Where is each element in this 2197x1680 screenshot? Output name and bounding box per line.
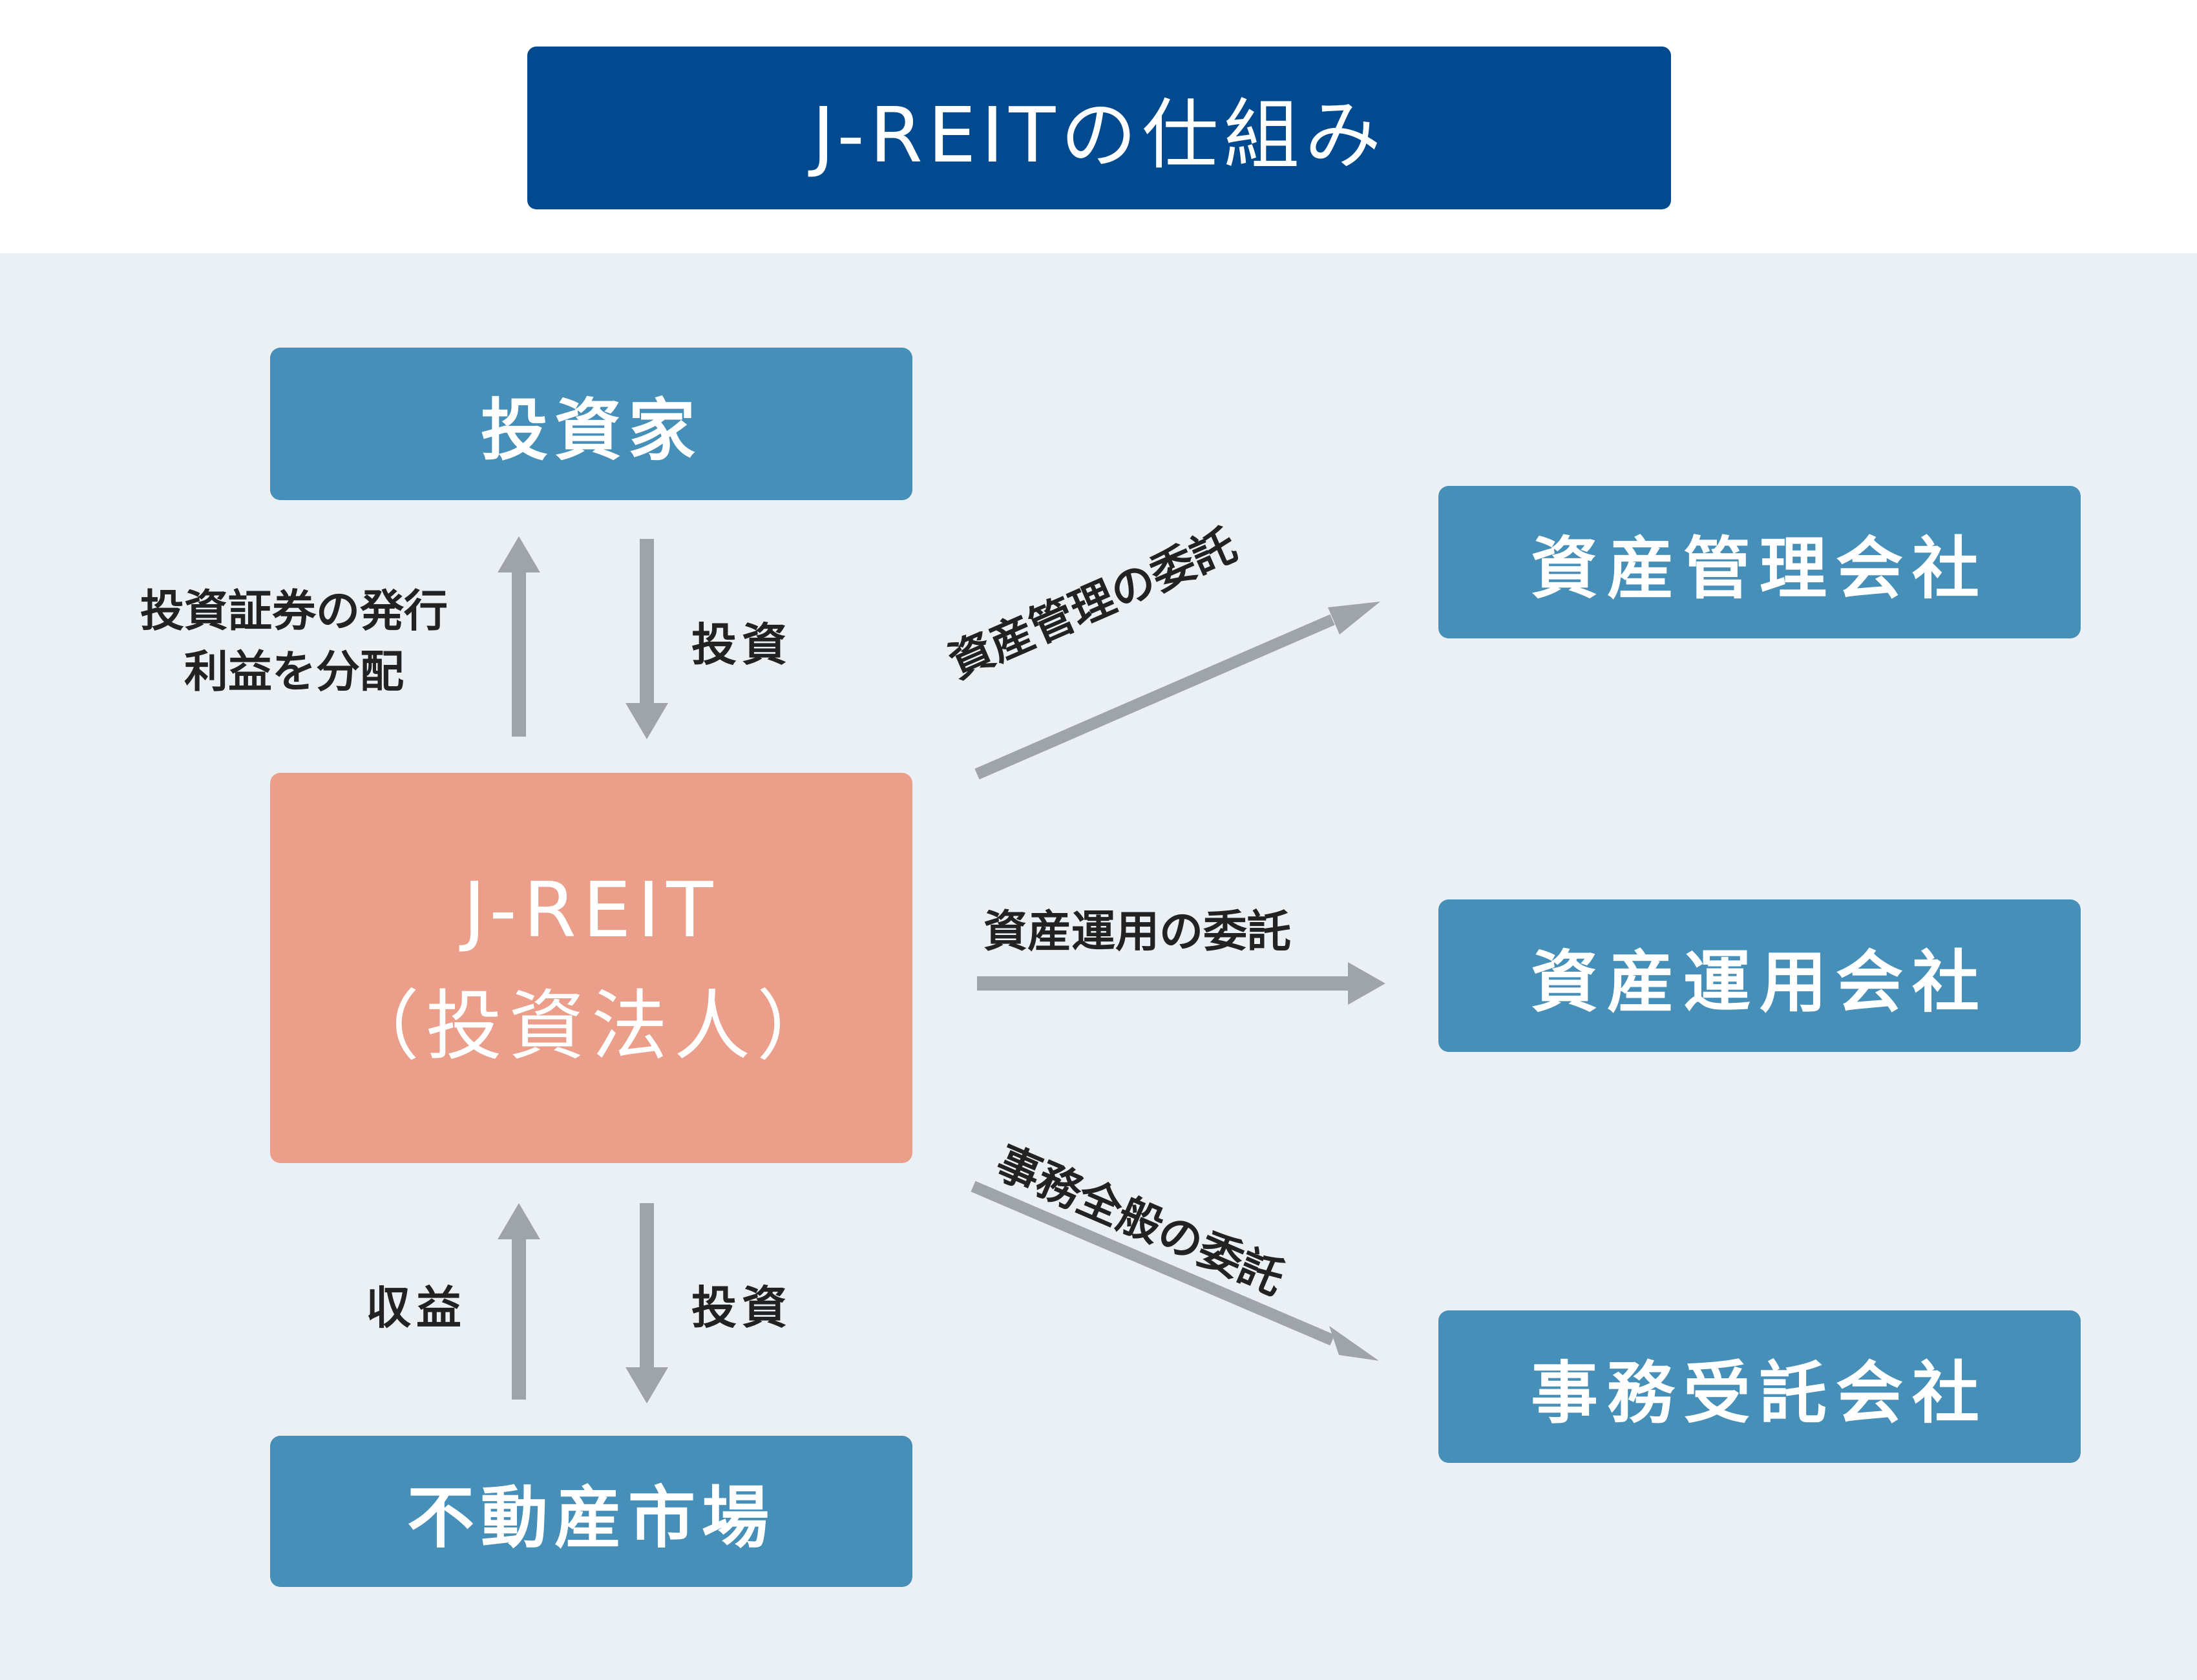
arrow-to-asset-custody — [974, 602, 1380, 780]
label-revenue: 収益 — [366, 1281, 467, 1334]
label-investment-top: 投資 — [691, 618, 792, 671]
label-asset-management-outsourcing: 資産運用の委託 — [983, 907, 1292, 958]
label-investment-bottom: 投資 — [691, 1281, 792, 1334]
node-j-reit: J-REIT （投資法人） — [270, 773, 912, 1163]
label-issue-and-distribute: 投資証券の発行 利益を分配 — [123, 582, 465, 703]
node-investor: 投資家 — [270, 348, 912, 500]
node-j-reit-subtitle: （投資法人） — [342, 982, 839, 1071]
arrow-reit-to-market — [625, 1203, 668, 1403]
arrow-reit-to-investor — [498, 536, 540, 737]
label-issue-securities: 投資証券の発行 — [140, 586, 448, 637]
label-distribute-profit: 利益を分配 — [184, 647, 404, 698]
node-asset-custody-company: 資産管理会社 — [1438, 486, 2081, 638]
arrow-to-asset-management — [977, 962, 1385, 1005]
node-asset-management-company: 資産運用会社 — [1438, 899, 2081, 1052]
arrow-to-administration — [971, 1181, 1379, 1361]
node-administration-company: 事務受託会社 — [1438, 1310, 2081, 1463]
diagram-title: J-REITの仕組み — [527, 47, 1671, 209]
node-j-reit-name: J-REIT — [463, 865, 720, 954]
arrow-investor-to-reit — [625, 539, 668, 739]
arrow-market-to-reit — [498, 1203, 540, 1400]
node-real-estate-market: 不動産市場 — [270, 1436, 912, 1587]
